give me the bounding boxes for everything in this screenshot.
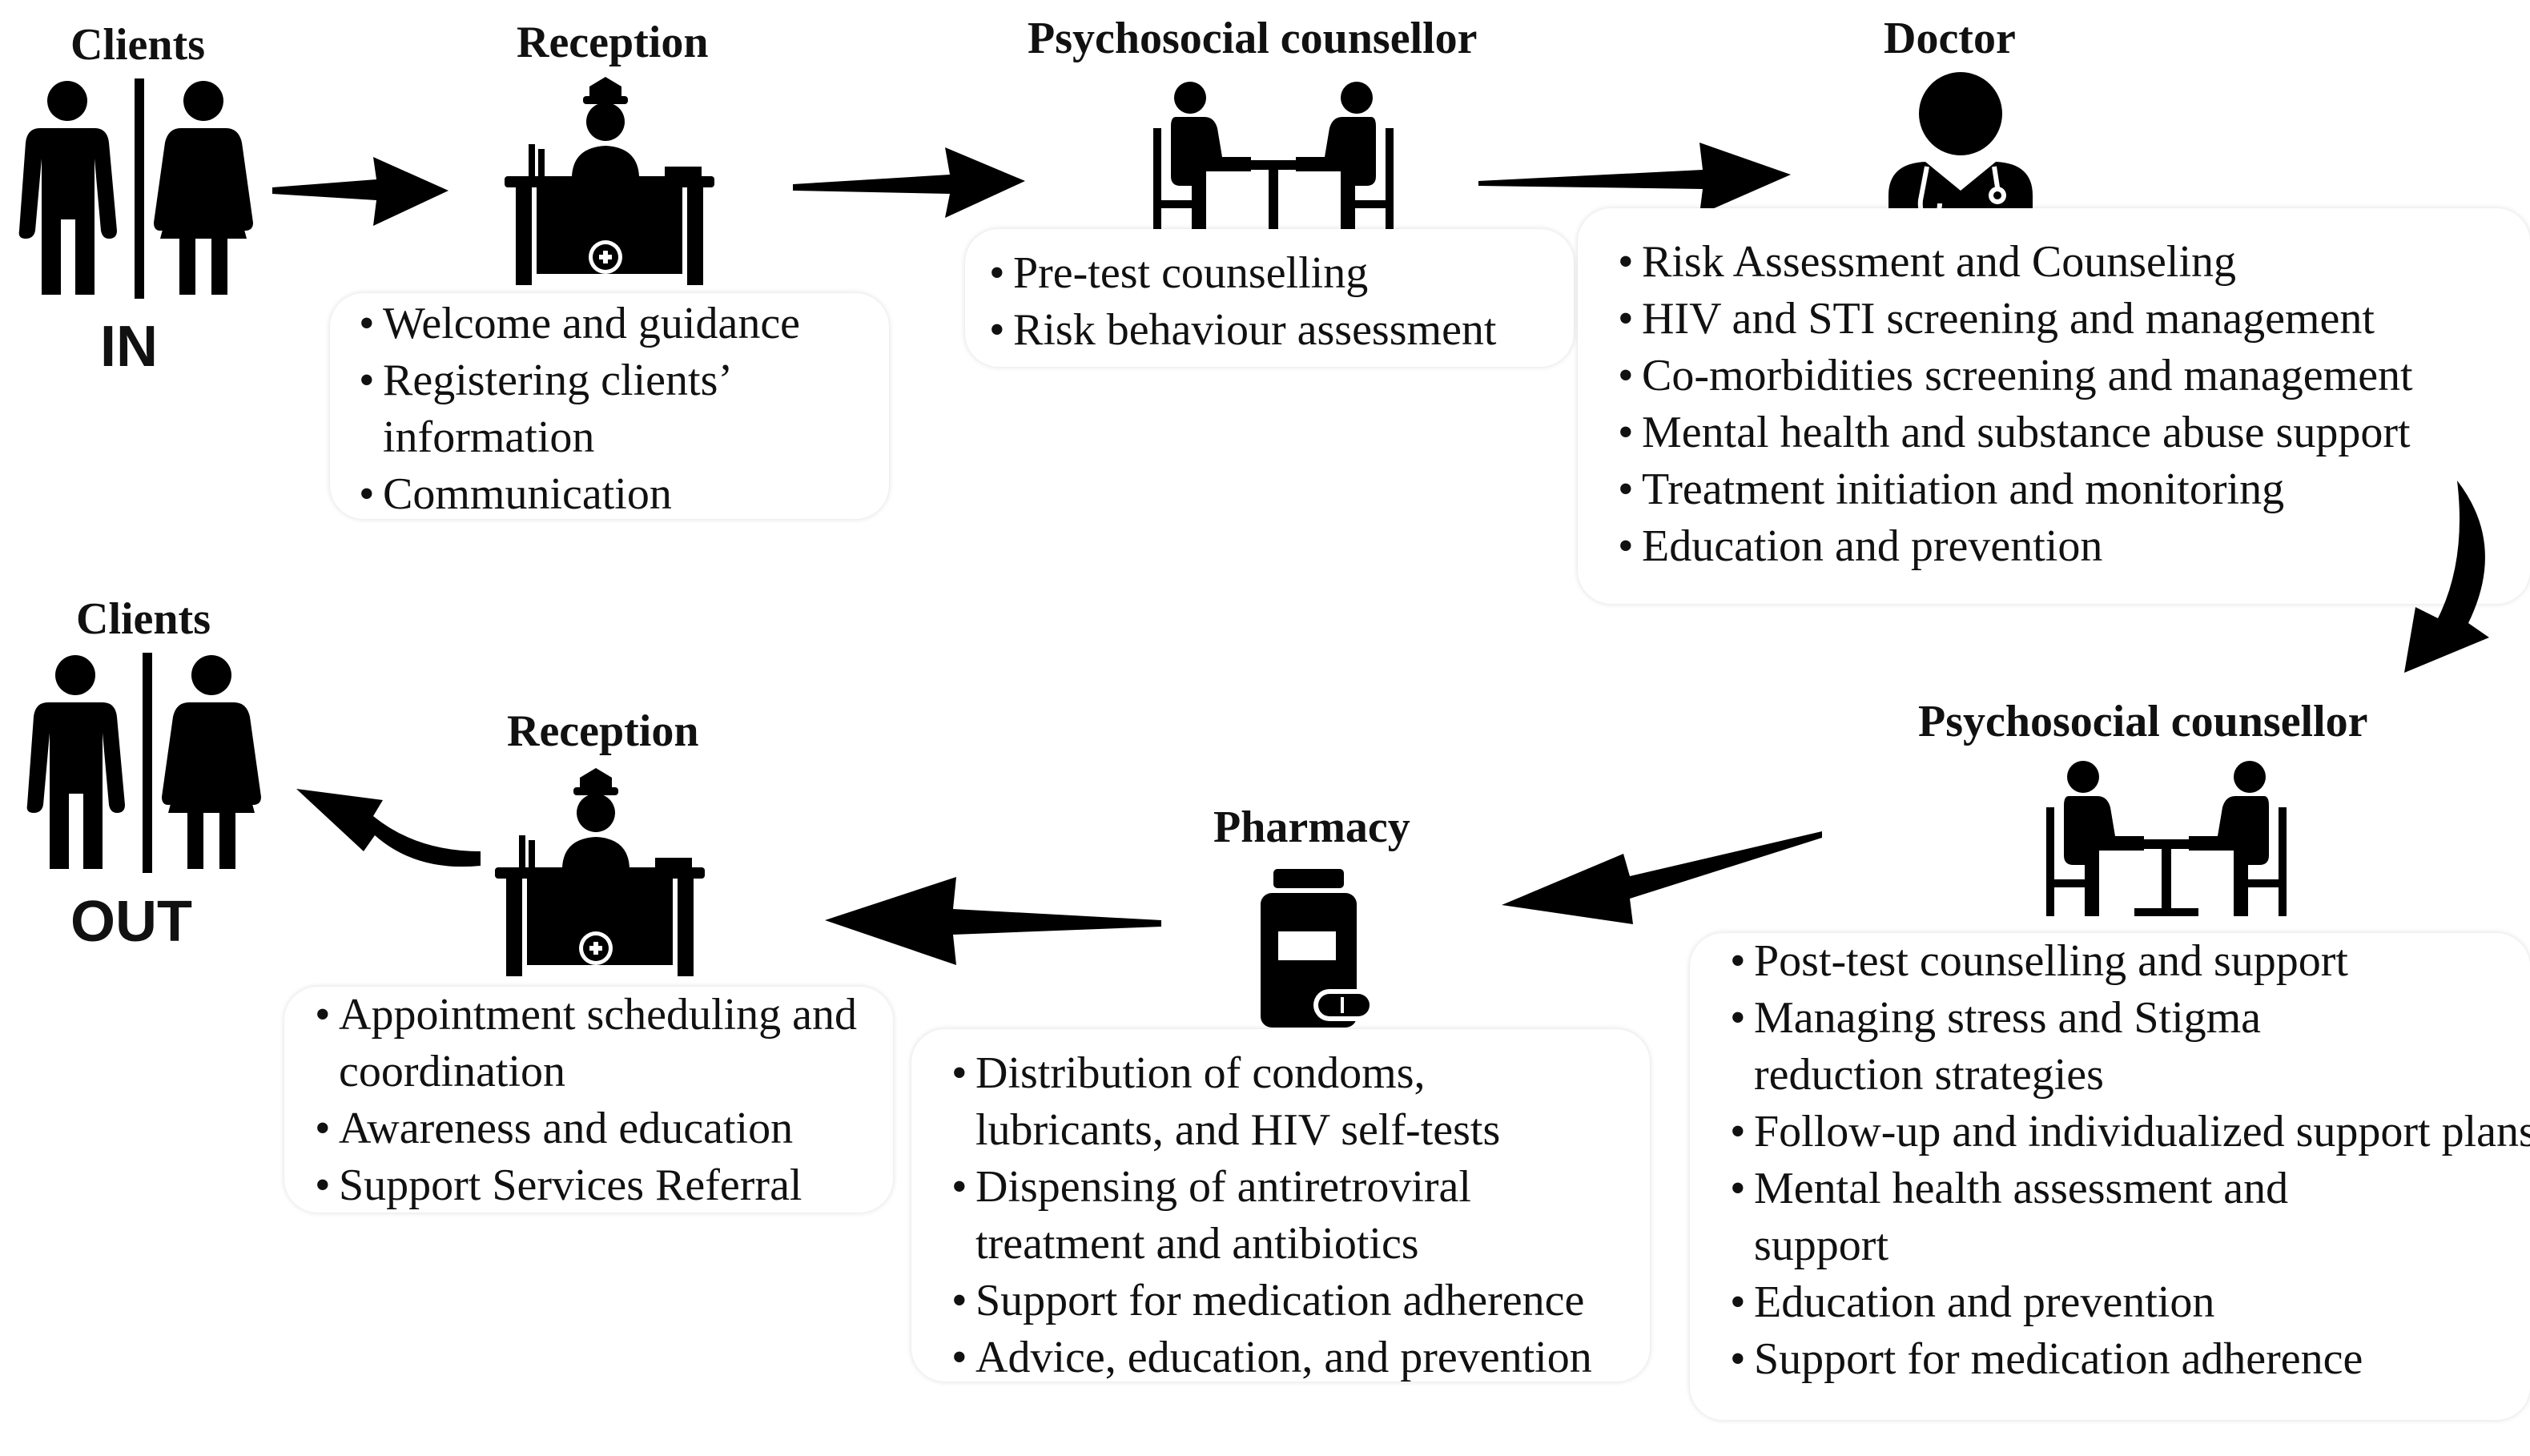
counsellor-post-item: Post-test counselling and support [1730, 933, 2522, 990]
doctor-item: HIV and STI screening and management [1618, 291, 2522, 348]
arrow-reception-to-counsellor [793, 147, 1025, 218]
reception-out-item: Appointment scheduling and coordination [315, 987, 883, 1100]
doctor-box: Risk Assessment and Counseling HIV and S… [1578, 208, 2530, 604]
counsellor-pre-item: Pre-test counselling [989, 245, 1566, 302]
arrow-doctor-to-counsellor [2404, 481, 2489, 673]
reception-in-title: Reception [517, 18, 709, 67]
counsellor-post-title: Psychosocial counsellor [1918, 697, 2368, 746]
reception-out-box: Appointment scheduling and coordination … [284, 987, 893, 1213]
reception-in-item: Communication [359, 466, 875, 523]
reception-out-list: Appointment scheduling and coordination … [315, 987, 885, 1214]
man-woman-restroom-icon [26, 653, 261, 873]
counsellor-post-list: Post-test counselling and support Managi… [1730, 933, 2530, 1388]
counsellor-pre-title: Psychosocial counsellor [1028, 14, 1478, 63]
counsellor-pre-box: Pre-test counselling Risk behaviour asse… [965, 229, 1574, 367]
counsellor-post-item: Education and prevention [1730, 1274, 2522, 1331]
reception-in-item: Registering clients’ information [359, 352, 799, 466]
pharmacy-item: Distribution of condoms, lubricants, and… [951, 1045, 1600, 1159]
clients-in-title: Clients [70, 20, 205, 70]
reception-out-item: Support Services Referral [315, 1157, 885, 1214]
counsellor-pre-item: Risk behaviour assessment [989, 302, 1566, 359]
doctor-item: Treatment initiation and monitoring [1618, 461, 2522, 518]
counsellor-post-item: Mental health assessment and support [1730, 1160, 2411, 1274]
nurse-at-desk-icon [495, 768, 705, 976]
nurse-at-desk-icon [505, 77, 714, 285]
arrow-counsellor-to-doctor [1478, 143, 1791, 215]
two-people-at-table-icon [1153, 82, 1394, 237]
clients-in-label: IN [100, 315, 158, 379]
arrow-reception-to-clients-out [296, 789, 481, 867]
counsellor-post-item: Follow-up and individualized support pla… [1730, 1104, 2530, 1160]
arrow-counsellor-to-pharmacy [1502, 831, 1822, 924]
clients-out-label: OUT [70, 890, 192, 954]
arrow-clients-to-reception [272, 157, 448, 226]
reception-in-box: Welcome and guidance Registering clients… [330, 293, 889, 519]
pharmacy-list: Distribution of condoms, lubricants, and… [951, 1029, 1642, 1386]
doctor-list: Risk Assessment and Counseling HIV and S… [1618, 208, 2522, 575]
medicine-bottle-pill-icon [1261, 869, 1374, 1028]
pharmacy-box: Distribution of condoms, lubricants, and… [911, 1029, 1650, 1382]
doctor-item: Risk Assessment and Counseling [1618, 234, 2522, 291]
pharmacy-item: Advice, education, and prevention [951, 1329, 1642, 1386]
reception-in-item: Welcome and guidance [359, 296, 875, 352]
counsellor-post-box: Post-test counselling and support Managi… [1690, 933, 2530, 1420]
reception-in-list: Welcome and guidance Registering clients… [359, 293, 875, 523]
pharmacy-item: Dispensing of antiretroviral treatment a… [951, 1159, 1600, 1273]
man-woman-restroom-icon [18, 78, 253, 299]
clients-out-title: Clients [76, 594, 211, 644]
doctor-item: Mental health and substance abuse suppor… [1618, 404, 2522, 461]
doctor-item: Education and prevention [1618, 518, 2522, 575]
pharmacy-item: Support for medication adherence [951, 1273, 1642, 1329]
two-people-at-table-icon [2046, 761, 2287, 916]
reception-out-item: Awareness and education [315, 1100, 885, 1157]
counsellor-post-item: Managing stress and Stigma reduction str… [1730, 990, 2379, 1104]
counsellor-post-item: Support for medication adherence [1730, 1331, 2522, 1388]
counsellor-pre-list: Pre-test counselling Risk behaviour asse… [989, 229, 1566, 359]
doctor-item: Co-morbidities screening and management [1618, 348, 2522, 404]
pharmacy-title: Pharmacy [1213, 802, 1410, 852]
arrow-pharmacy-to-reception [825, 877, 1161, 965]
reception-out-title: Reception [507, 706, 699, 756]
doctor-title: Doctor [1884, 14, 2016, 63]
